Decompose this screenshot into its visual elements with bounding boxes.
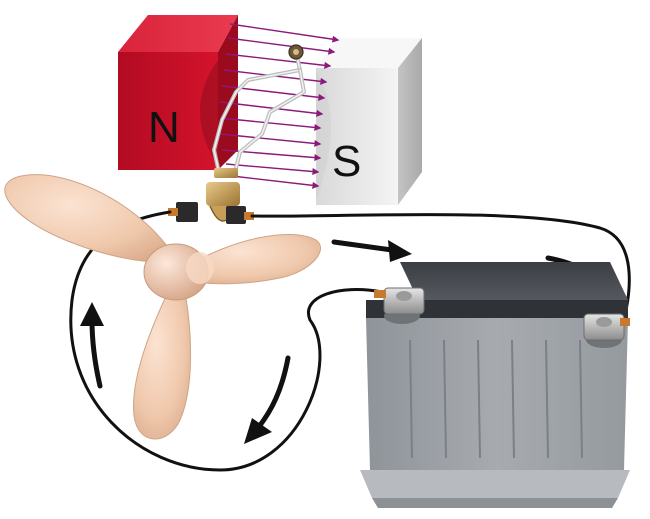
north-pole: N <box>118 15 238 170</box>
commutator <box>168 168 254 224</box>
magnet: N S <box>118 15 422 205</box>
arrow-middle-down <box>244 355 291 444</box>
south-pole: S <box>316 38 422 205</box>
brush-right <box>226 206 246 224</box>
wire-top <box>250 213 631 328</box>
brush-contact-left <box>168 208 178 216</box>
battery-base-edge <box>372 498 618 508</box>
battery-base <box>360 470 630 498</box>
field-line <box>219 117 322 131</box>
field-line <box>219 101 324 117</box>
commutator-ring <box>214 168 238 178</box>
battery-body <box>366 318 628 470</box>
brush-left <box>176 202 198 222</box>
wire-loop <box>69 210 384 472</box>
circuit-wires <box>69 210 631 472</box>
field-line <box>225 163 320 176</box>
battery-top <box>400 262 628 300</box>
battery <box>360 262 630 508</box>
propeller-blade-left <box>4 174 171 263</box>
north-label: N <box>148 103 180 152</box>
field-line <box>221 149 322 162</box>
battery-ribs <box>409 339 583 459</box>
current-arrows <box>80 239 612 444</box>
propeller-blade-bottom <box>132 291 192 440</box>
field-line <box>229 23 340 43</box>
field-line <box>231 175 320 189</box>
field-line <box>225 53 332 69</box>
arrow-top-middle <box>331 239 412 262</box>
battery-top-rim <box>366 300 628 318</box>
propeller-blade-right <box>187 234 322 285</box>
field-line <box>227 37 336 55</box>
battery-terminal-left <box>374 287 425 324</box>
coil-loop <box>212 44 306 170</box>
battery-terminal-right <box>583 313 630 348</box>
split-ring <box>206 182 240 206</box>
propeller-nose <box>186 252 214 284</box>
arrow-left-up <box>80 302 104 389</box>
propeller <box>4 174 322 440</box>
field-line <box>219 133 322 147</box>
south-label: S <box>332 137 361 186</box>
brush-contact-right <box>244 212 254 220</box>
